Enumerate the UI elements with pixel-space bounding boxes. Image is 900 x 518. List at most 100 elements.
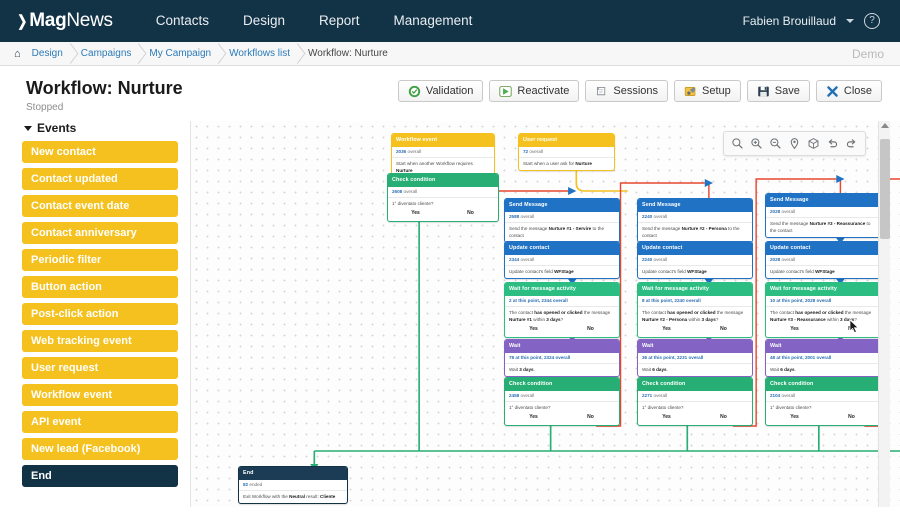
breadcrumb-item-workflows-list[interactable]: Workflows list — [220, 42, 299, 66]
node-description: Update contact's field WFStage — [509, 269, 574, 275]
palette-item-new-lead-facebook[interactable]: New lead (Facebook) — [22, 438, 178, 460]
redo-icon[interactable] — [843, 135, 860, 152]
node-description: 1° diventato cliente? — [770, 405, 812, 411]
node-title: Wait — [766, 340, 880, 353]
brand-chevron-icon: ❯ — [17, 13, 28, 30]
branch-yes-label: Yes — [411, 210, 420, 217]
home-icon[interactable]: ⌂ — [14, 47, 21, 60]
node-description: The contact has opened or clicked the me… — [509, 310, 611, 323]
node-stat: 2588 overall — [505, 212, 619, 224]
play-icon — [499, 85, 513, 98]
palette-item-contact-event-date[interactable]: Contact event date — [22, 195, 178, 217]
node-stat: 82 ended — [239, 480, 347, 492]
events-section-title: Events — [37, 121, 77, 135]
reactivate-button[interactable]: Reactivate — [489, 80, 580, 102]
palette-item-contact-updated[interactable]: Contact updated — [22, 168, 178, 190]
save-button[interactable]: Save — [746, 80, 810, 102]
sessions-button[interactable]: Sessions — [585, 80, 669, 102]
user-menu-caret-down-icon[interactable] — [846, 19, 854, 23]
node-title: Send Message — [638, 199, 752, 212]
nav-item-management[interactable]: Management — [393, 13, 473, 28]
zoom-in-icon[interactable] — [748, 135, 765, 152]
mouse-cursor-icon — [849, 319, 860, 337]
node-title: Send Message — [505, 199, 619, 212]
branch-yes-label: Yes — [662, 414, 671, 421]
help-question-icon[interactable]: ? — [864, 13, 880, 29]
scrollbar-thumb[interactable] — [880, 139, 890, 239]
undo-icon[interactable] — [824, 135, 841, 152]
locate-pin-icon[interactable] — [786, 135, 803, 152]
nav-item-contacts[interactable]: Contacts — [155, 13, 209, 28]
nav-item-design[interactable]: Design — [242, 13, 286, 28]
breadcrumb-item-my-campaign[interactable]: My Campaign — [140, 42, 220, 66]
nav-item-report[interactable]: Report — [319, 13, 360, 28]
node-stat: 2458 overall — [505, 391, 619, 403]
node-stat: 2271 overall — [638, 391, 752, 403]
node-stat: 2240 overall — [638, 212, 752, 224]
branch-no-label: No — [467, 210, 474, 217]
palette-item-periodic-filter[interactable]: Periodic filter — [22, 249, 178, 271]
box-3d-icon[interactable] — [805, 135, 822, 152]
palette-item-user-request[interactable]: User request — [22, 357, 178, 379]
branch-yes-label: Yes — [790, 414, 799, 421]
canvas-vertical-scrollbar[interactable] — [878, 121, 890, 507]
zoom-out-icon[interactable] — [767, 135, 784, 152]
user-name-label[interactable]: Fabien Brouillaud — [742, 14, 836, 28]
validation-button[interactable]: Validation — [397, 80, 484, 102]
palette-item-api-event[interactable]: API event — [22, 411, 178, 433]
events-section-header[interactable]: Events — [24, 121, 178, 135]
palette-item-contact-anniversary[interactable]: Contact anniversary — [22, 222, 178, 244]
environment-label: Demo — [851, 46, 884, 61]
palette-item-end[interactable]: End — [22, 465, 178, 487]
node-title: Wait for message activity — [638, 283, 752, 296]
setup-button[interactable]: Setup — [674, 80, 741, 102]
node-stat: 2028 overall — [766, 255, 880, 267]
node-stat: 72 overall — [519, 147, 614, 159]
scroll-up-arrow-icon[interactable] — [881, 123, 889, 128]
palette-item-button-action[interactable]: Button action — [22, 276, 178, 298]
branch-yes-label: Yes — [662, 326, 671, 333]
palette-item-workflow-event[interactable]: Workflow event — [22, 384, 178, 406]
branch-yes-label: Yes — [790, 326, 799, 333]
node-title: Update contact — [638, 242, 752, 255]
close-button[interactable]: Close — [815, 80, 882, 102]
node-stat: 2028 overall — [766, 207, 880, 219]
palette-item-post-click-action[interactable]: Post-click action — [22, 303, 178, 325]
breadcrumb-item-campaigns[interactable]: Campaigns — [72, 42, 141, 66]
node-description: Send the message Nurture #1 - Servire to… — [509, 226, 605, 239]
zoom-reset-icon[interactable] — [729, 135, 746, 152]
collapse-triangle-icon[interactable] — [24, 125, 32, 131]
palette-item-new-contact[interactable]: New contact — [22, 141, 178, 163]
node-title: Update contact — [766, 242, 880, 255]
node-title: User request — [519, 134, 614, 147]
node-description: Send the message Nurture #2 - Persona to… — [642, 226, 740, 239]
node-title: Workflow event — [392, 134, 494, 147]
palette-item-web-tracking-event[interactable]: Web tracking event — [22, 330, 178, 352]
workflow-status: Stopped — [26, 102, 64, 113]
breadcrumb-item-design[interactable]: Design — [23, 42, 72, 66]
